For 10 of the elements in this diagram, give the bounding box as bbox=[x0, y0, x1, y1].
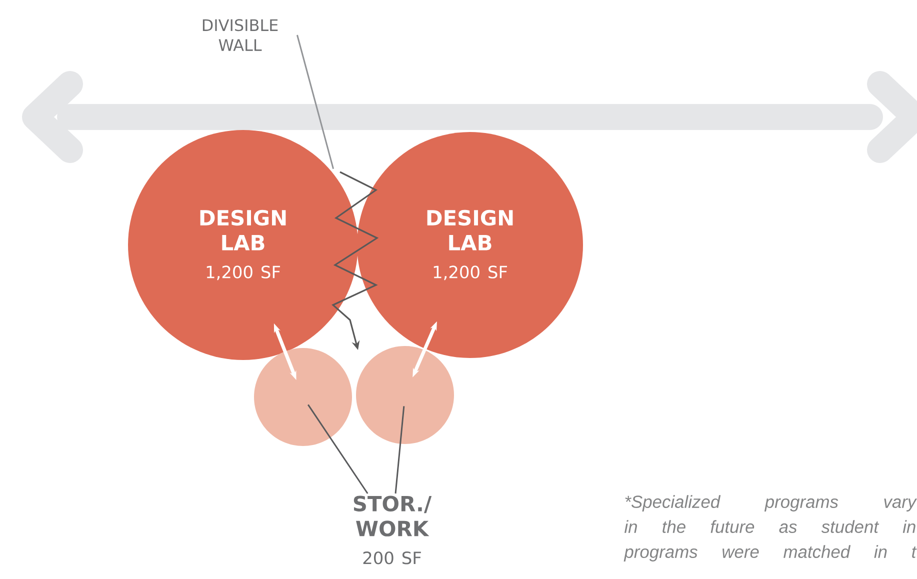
note-text: *Specialized programs vary bbox=[625, 495, 917, 512]
leader-line bbox=[394, 406, 405, 494]
area-label: DIVISIBLE WALL bbox=[202, 19, 278, 51]
note-text: in the future as student in bbox=[624, 520, 916, 533]
leader-line bbox=[307, 404, 368, 494]
storage-circle bbox=[254, 348, 352, 446]
note-text: programs were matched in t bbox=[624, 545, 917, 562]
area-label: STOR./ WORK 200 SF bbox=[354, 496, 432, 564]
storage-circle bbox=[356, 346, 454, 444]
leader-line bbox=[296, 34, 334, 169]
